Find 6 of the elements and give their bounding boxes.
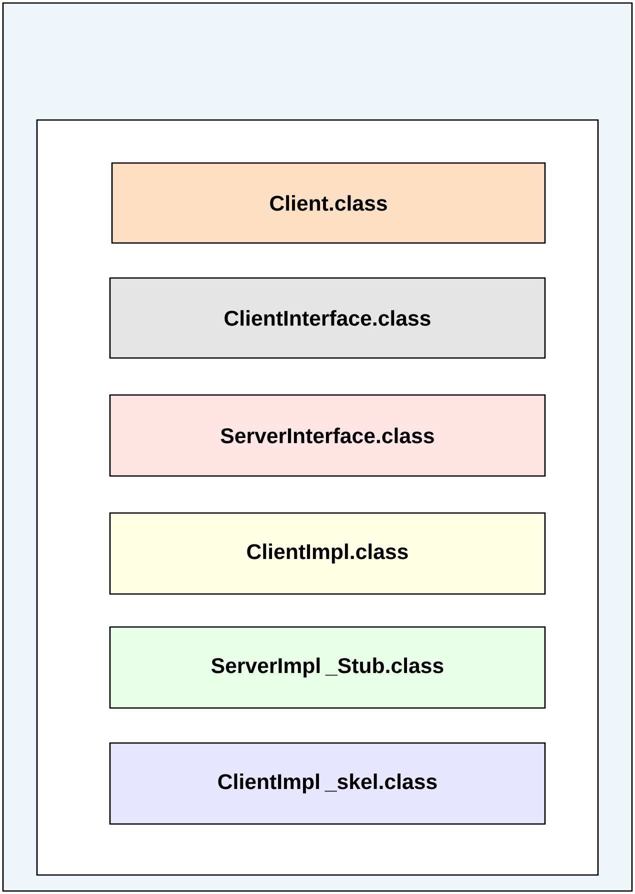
file-box: ClientImpl _skel.class — [109, 742, 546, 825]
file-box: ClientImpl.class — [109, 512, 546, 595]
file-box: ClientInterface.class — [109, 277, 546, 359]
file-box: ServerInterface.class — [109, 394, 546, 477]
file-box: ServerImpl _Stub.class — [109, 626, 546, 709]
file-box: Client.class — [111, 162, 546, 244]
